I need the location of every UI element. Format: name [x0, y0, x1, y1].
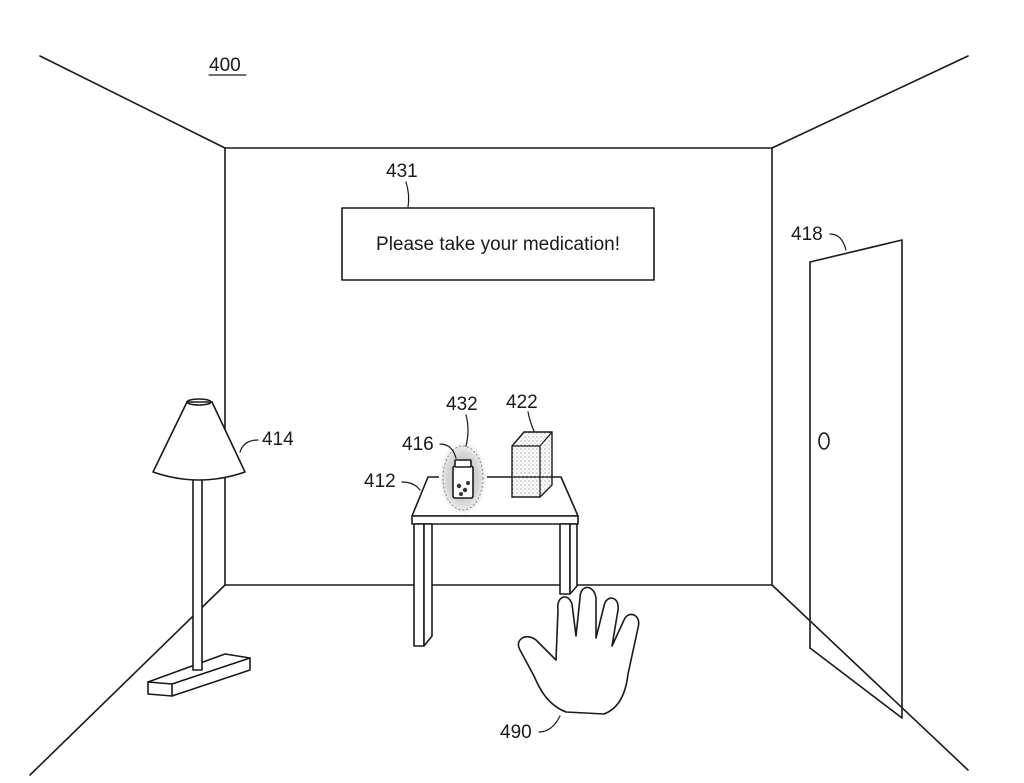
box-body [511, 431, 553, 498]
box: 422 [506, 392, 553, 498]
table-top [411, 476, 579, 517]
lamp-shade-top [186, 398, 212, 406]
door-knob [818, 432, 830, 450]
table-leg-front-left [413, 523, 425, 647]
box-top-edge [539, 431, 553, 447]
figure-number: 400 [208, 55, 247, 76]
leader-lamp [239, 439, 259, 453]
notification-text: Please take your medication! [376, 234, 620, 255]
back-wall [224, 147, 773, 586]
pill-bottle-cap [454, 459, 472, 468]
label-pill-bottle: 416 [402, 434, 434, 455]
pill-bottle [452, 465, 474, 499]
label-notification: 431 [386, 161, 418, 182]
ceiling-edge-right [771, 55, 969, 149]
pill-2 [462, 487, 468, 493]
leader-box [527, 411, 535, 432]
pill-1 [456, 483, 462, 489]
label-lamp: 414 [262, 429, 294, 450]
pill-3 [466, 481, 470, 485]
table-apron [411, 515, 579, 525]
notification-box [341, 207, 655, 281]
leader-table [401, 481, 421, 491]
table-leg-front-left-side [423, 523, 433, 647]
leader-hand [538, 715, 561, 733]
label-highlight: 432 [446, 394, 478, 415]
pill-4 [459, 492, 463, 496]
label-table: 412 [364, 471, 396, 492]
pill-bottle-group: 432 416 [402, 394, 487, 515]
door: 418 [791, 224, 903, 719]
label-hand: 490 [500, 722, 532, 743]
table-leg-front-right [559, 523, 571, 595]
floor-edge-right [771, 584, 969, 771]
label-box: 422 [506, 392, 538, 413]
lamp-base-edge-2 [171, 657, 251, 685]
hand-cursor: 490 [500, 586, 640, 743]
hand-outline [517, 586, 640, 715]
leader-pill-bottle [439, 443, 457, 459]
lamp-shade [152, 401, 246, 481]
ceiling-edge-left [39, 55, 226, 149]
highlight-ring [442, 445, 484, 511]
door-outline [809, 239, 903, 719]
leader-door [829, 233, 847, 251]
lamp-pole [192, 477, 203, 671]
lamp-base-edge [147, 681, 173, 685]
figure-number-text: 400 [209, 55, 241, 76]
floor-lamp: 414 [147, 398, 294, 697]
room-walls [29, 55, 969, 776]
leader-notification [405, 181, 410, 208]
table-leg-front-right-side [569, 523, 578, 595]
notification-banner: Please take your medication! 431 [341, 161, 655, 281]
label-door: 418 [791, 224, 823, 245]
leader-highlight [465, 414, 469, 447]
